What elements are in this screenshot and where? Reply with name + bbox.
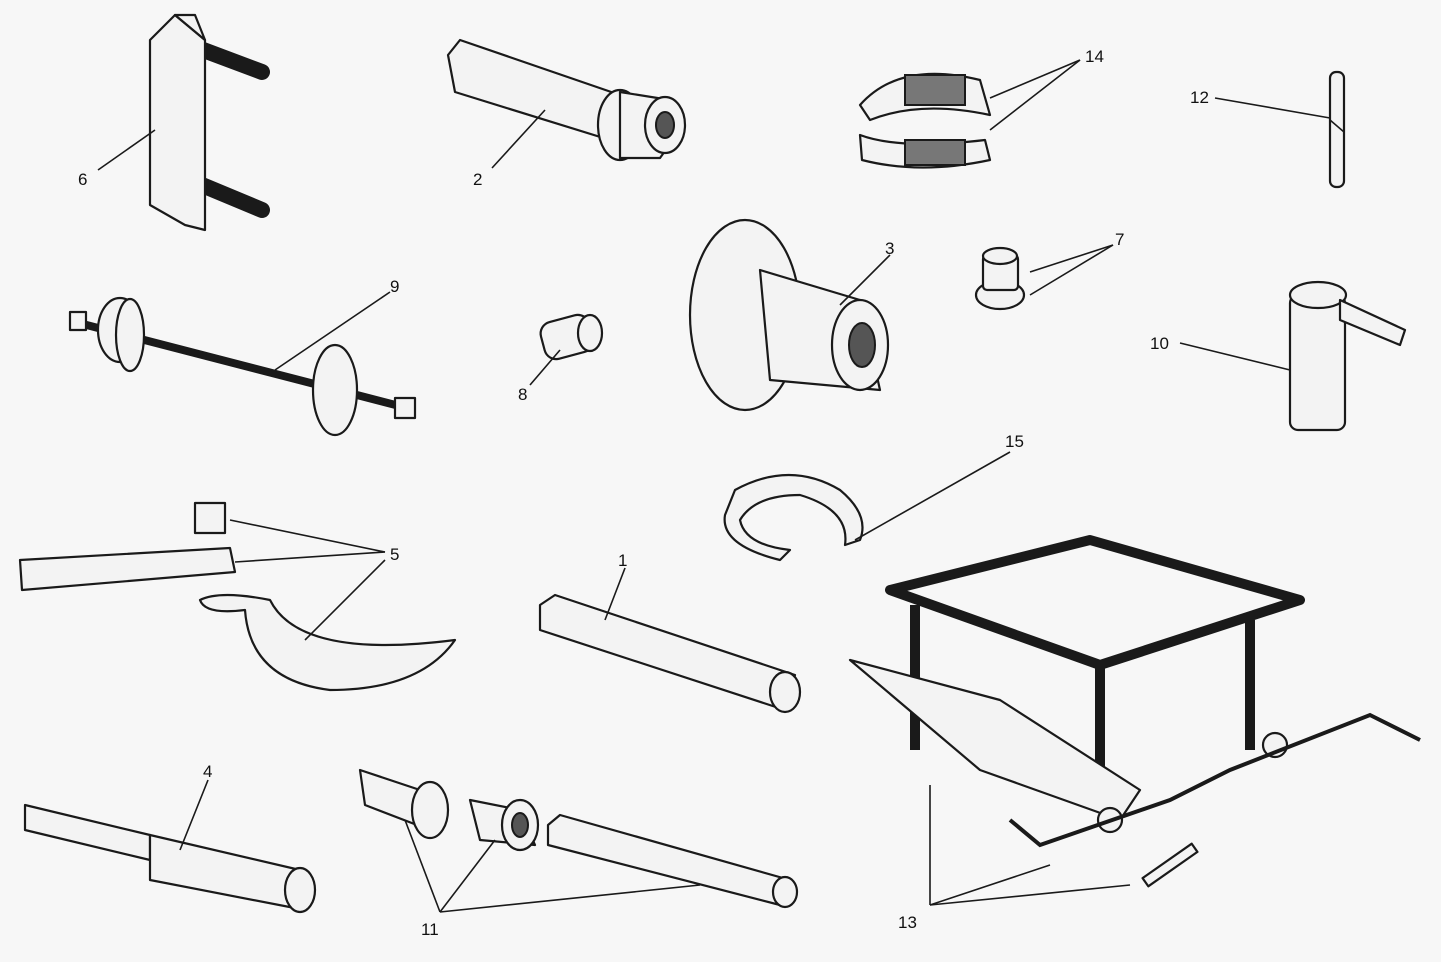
tool-2-bushing-driver (446, 38, 687, 162)
leader-5b (234, 551, 386, 563)
label-2: 2 (473, 170, 482, 189)
tool-14-sleeve-halves (858, 72, 992, 169)
tool-3-threaded-driver (688, 218, 890, 412)
tool-9-extractor-rod (68, 296, 417, 437)
label-13: 13 (898, 913, 917, 932)
leader-1 (604, 567, 626, 621)
tool-5-wrench-set (18, 501, 457, 692)
label-11: 11 (421, 920, 439, 939)
label-10: 10 (1150, 334, 1169, 353)
tool-4-drift (23, 803, 317, 914)
leader-10 (1179, 342, 1291, 371)
label-14: 14 (1085, 47, 1104, 66)
leader-11c (439, 884, 701, 913)
leader-5a (229, 519, 386, 553)
leader-11b (439, 839, 496, 913)
leader-3 (839, 254, 891, 306)
tool-1-tube (538, 593, 802, 714)
label-4: 4 (203, 762, 212, 781)
label-5: 5 (390, 545, 399, 564)
leader-6 (97, 129, 156, 171)
tool-12-pin (1328, 70, 1346, 189)
tool-13-lifting-stand (848, 535, 1421, 888)
tool-10-socket-wrench (1288, 280, 1407, 432)
label-6: 6 (78, 170, 87, 189)
leader-7a (1029, 244, 1114, 273)
label-9: 9 (390, 277, 399, 296)
tool-7-adapter (974, 246, 1026, 311)
leader-4 (179, 779, 209, 851)
leader-13b (929, 864, 1051, 906)
tool-11-bushing-driver-set (358, 768, 799, 909)
tool-8-bush (539, 313, 604, 361)
leader-12 (1214, 97, 1331, 119)
leader-14a (989, 59, 1081, 99)
leader-13c (929, 884, 1131, 906)
leader-2 (491, 109, 546, 169)
label-8: 8 (518, 385, 527, 404)
leader-14b (989, 59, 1081, 131)
label-3: 3 (885, 239, 894, 258)
leader-7b (1029, 244, 1114, 296)
label-15: 15 (1005, 432, 1024, 451)
tool-15-ring-nut-wrench (723, 474, 864, 562)
leader-8 (529, 349, 561, 386)
leader-15 (854, 451, 1011, 541)
leader-5c (304, 559, 386, 641)
label-1: 1 (618, 551, 627, 570)
leader-9 (274, 291, 391, 371)
tool-6-puller-plate (148, 13, 270, 232)
label-12: 12 (1190, 88, 1209, 107)
leader-11a (404, 819, 441, 913)
label-7: 7 (1115, 230, 1124, 249)
